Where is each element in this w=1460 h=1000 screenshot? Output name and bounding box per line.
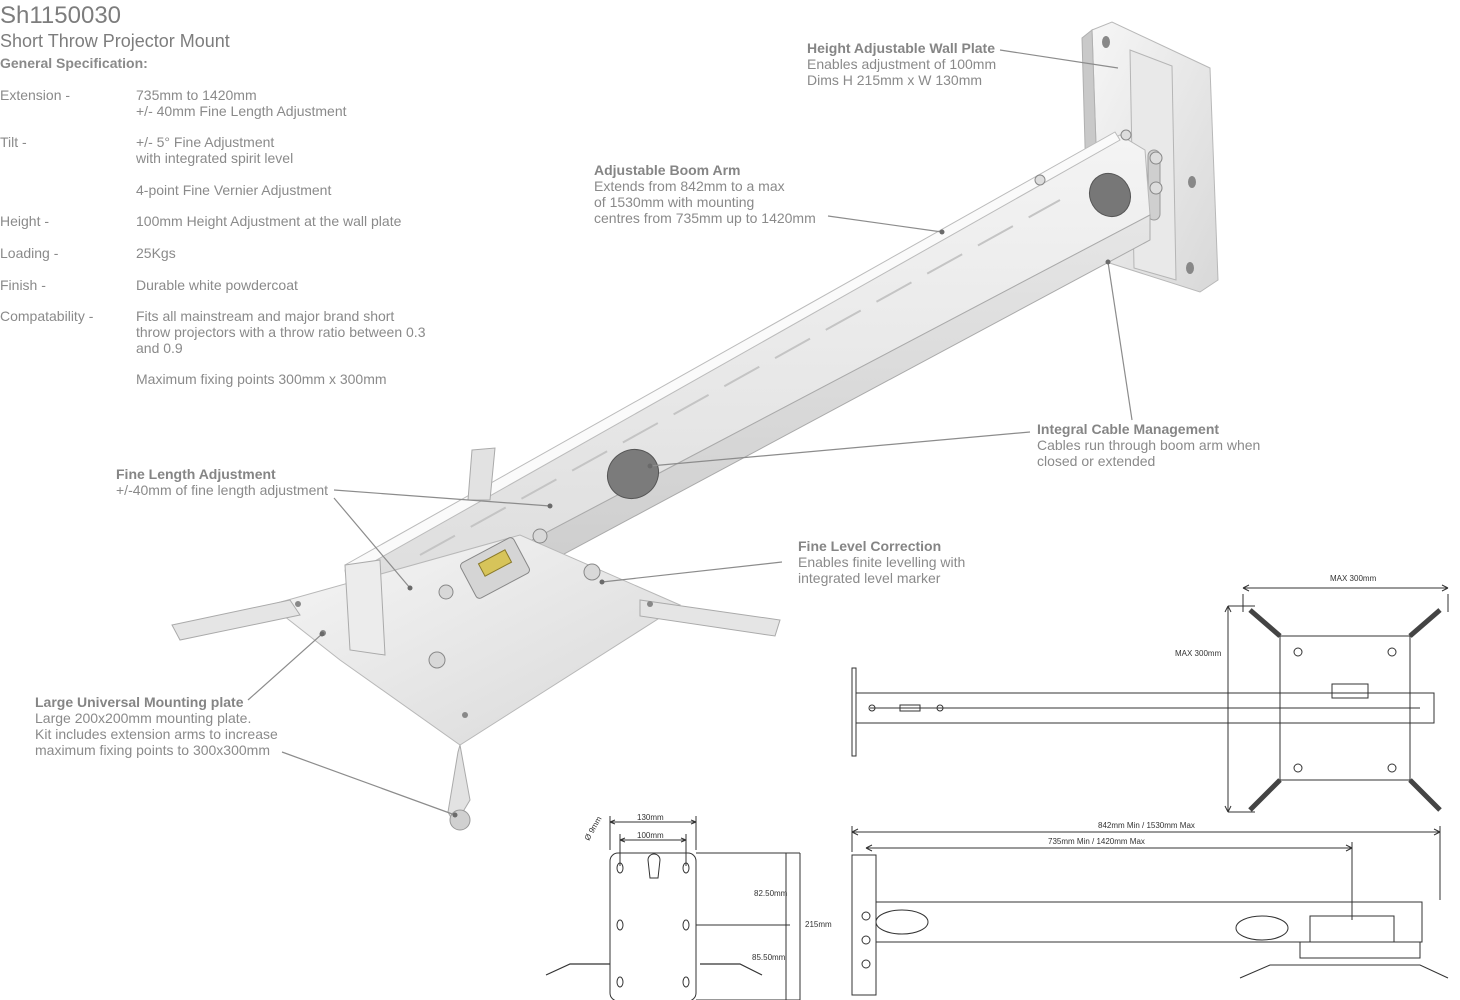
spec-label-extension: Extension - [0, 87, 71, 103]
spec-label-finish: Finish - [0, 277, 46, 293]
spec-value-fixing-points: Maximum fixing points 300mm x 300mm [136, 371, 387, 387]
callout-leaders [247, 49, 1133, 816]
boom-arm-render [344, 129, 1151, 651]
spec-value-finish: Durable white powdercoat [136, 277, 298, 293]
spec-label-height: Height - [0, 213, 50, 229]
wall-plate-drawing [545, 816, 801, 1000]
mounting-plate-render [171, 447, 781, 831]
spec-label-tilt: Tilt - [0, 134, 27, 150]
dim-overall-length: 842mm Min / 1530mm Max [1098, 821, 1195, 830]
dim-centres-length: 735mm Min / 1420mm Max [1048, 837, 1145, 846]
spec-label-loading: Loading - [0, 245, 59, 261]
dim-max-height: MAX 300mm [1175, 649, 1222, 658]
callout-fine-level: Fine Level Correction Enables finite lev… [798, 538, 966, 586]
spec-value-loading: 25Kgs [136, 245, 176, 261]
spec-value-height: 100mm Height Adjustment at the wall plat… [136, 213, 402, 229]
side-view-drawing [851, 826, 1449, 996]
spec-value-compatability: Fits all mainstream and major brand shor… [136, 308, 426, 356]
callout-boom-arm: Adjustable Boom Arm Extends from 842mm t… [594, 162, 816, 226]
spec-label-compatability: Compatability - [0, 308, 94, 324]
spec-heading: General Specification: [0, 55, 148, 71]
dim-upper-height: 82.50mm [754, 889, 788, 898]
dim-lower-height: 85.50mm [752, 953, 786, 962]
spec-value-vernier: 4-point Fine Vernier Adjustment [136, 182, 332, 198]
product-name: Short Throw Projector Mount [0, 31, 230, 51]
top-view-drawing [851, 584, 1449, 813]
callout-fine-length: Fine Length Adjustment +/-40mm of fine l… [116, 466, 329, 498]
dim-plate-width: 130mm [637, 813, 664, 822]
callout-wall-plate: Height Adjustable Wall Plate Enables adj… [807, 40, 997, 88]
product-code: Sh1150030 [0, 2, 122, 29]
spec-value-extension: 735mm to 1420mm+/- 40mm Fine Length Adju… [136, 87, 347, 119]
dim-plate-inner-width: 100mm [637, 831, 664, 840]
callout-cable-management: Integral Cable Management Cables run thr… [1037, 421, 1261, 469]
dim-max-width: MAX 300mm [1330, 574, 1377, 583]
callout-mounting-plate: Large Universal Mounting plate Large 200… [35, 694, 278, 758]
dim-plate-height: 215mm [805, 920, 832, 929]
